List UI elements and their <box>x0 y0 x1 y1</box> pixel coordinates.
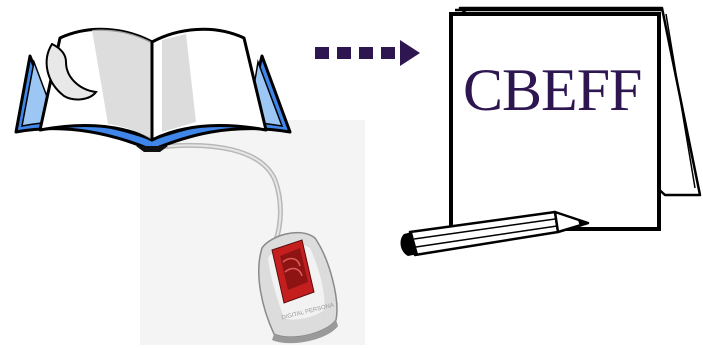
dotted-arrow-icon <box>315 40 420 66</box>
document-title: CBEFF <box>463 60 641 120</box>
